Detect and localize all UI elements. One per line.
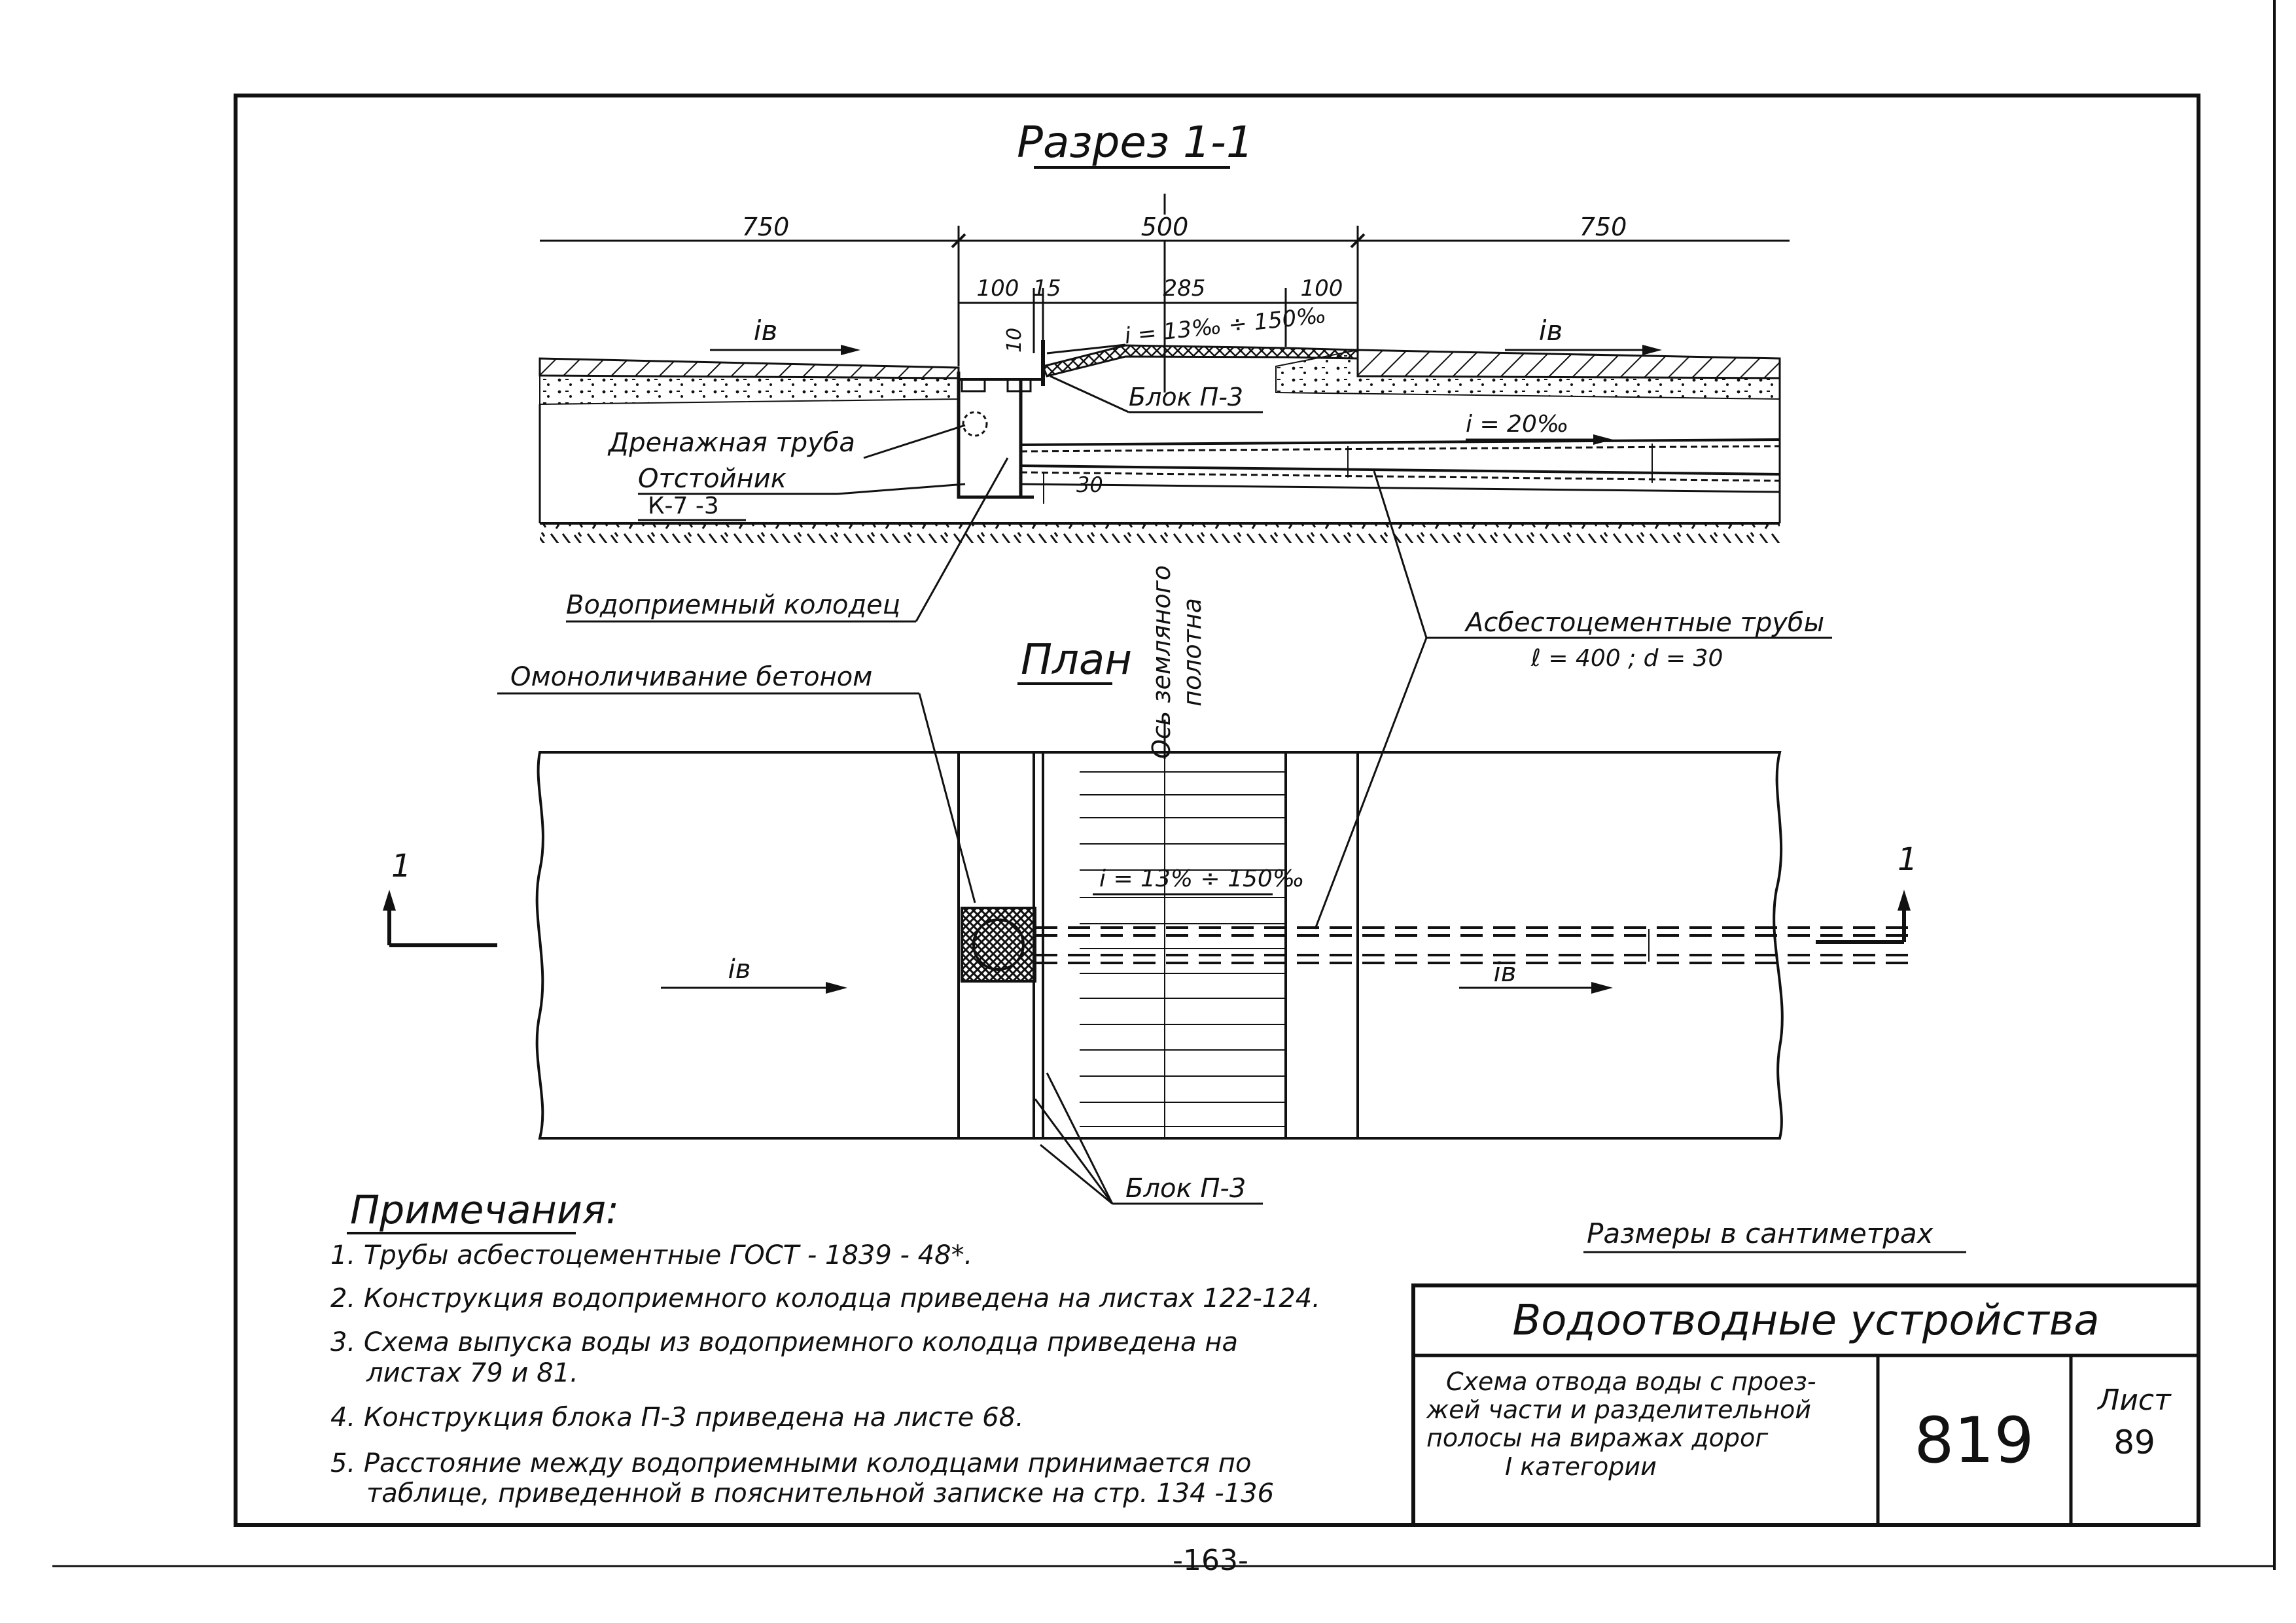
drawing-number: 819 <box>1914 1404 2034 1477</box>
plan-title: План <box>1021 636 1132 684</box>
note-4: 4. Конструкция блока П-3 приведена на ли… <box>330 1403 1024 1433</box>
concrete-label: Омоноличивание бетоном <box>510 662 872 692</box>
roadbed-axis: Ось земляного полотна <box>1147 565 1207 759</box>
dim-285: 285 <box>1163 275 1206 302</box>
note-3-cont: листах 79 и 81. <box>366 1358 578 1388</box>
section-title: Разрез 1-1 <box>1017 117 1254 167</box>
title-block-title: Водоотводные устройства <box>1512 1297 2099 1345</box>
title-desc-3: полосы на виражах дорог <box>1426 1423 1769 1452</box>
note-5: 5. Расстояние между водоприемными колодц… <box>330 1448 1251 1478</box>
title-desc-2: жей части и разделительной <box>1426 1395 1811 1424</box>
pipe-dims-label: ℓ = 400 ; d = 30 <box>1530 645 1723 672</box>
axis-label-2: полотна <box>1178 598 1207 707</box>
notes-title: Примечания: <box>350 1187 619 1233</box>
asbestos-pipes-label: Асбестоцементные трубы <box>1464 608 1824 638</box>
plan-view: План Омоноличивание бетоном <box>383 636 1918 1205</box>
plan-block-label: Блок П-3 <box>1125 1174 1246 1204</box>
plan-slope-label: i = 13% ÷ 150‰ <box>1099 865 1304 892</box>
sheet-frame <box>234 94 2200 1527</box>
intake-well-label: Водоприемный колодец <box>566 590 900 620</box>
settler-code: К-7 -3 <box>648 493 719 519</box>
dim-500: 500 <box>1141 213 1189 241</box>
cut-marker-left: 1 <box>391 848 412 884</box>
section-iv-right: iв <box>1539 315 1563 347</box>
separator-block <box>1041 344 1359 377</box>
note-1: 1. Трубы асбестоцементные ГОСТ - 1839 - … <box>330 1240 972 1270</box>
dim-10: 10 <box>1003 328 1026 353</box>
sheet-number: 89 <box>2113 1423 2155 1461</box>
note-3: 3. Схема выпуска воды из водоприемного к… <box>330 1327 1238 1357</box>
sheet-label: Лист <box>2096 1384 2172 1417</box>
plan-iv-left: iв <box>728 954 751 985</box>
settler-label: Отстойник <box>638 464 786 494</box>
dim-750-right: 750 <box>1580 213 1627 241</box>
section-slope-label: i = 13‰ ÷ 150‰ <box>1123 302 1328 349</box>
title-block: Водоотводные устройства Схема отвода вод… <box>1411 1283 2200 1527</box>
page-number: -163- <box>1173 1544 1248 1577</box>
pipe-slope-label: i = 20‰ <box>1466 411 1568 438</box>
axis-label-1: Ось земляного <box>1147 565 1176 759</box>
note-5-cont: таблице, приведенной в пояснительной зап… <box>366 1478 1274 1509</box>
slope-comb <box>1080 771 1286 1127</box>
title-desc-1: Схема отвода воды с проез- <box>1446 1367 1816 1396</box>
pavement-right <box>1356 349 1781 379</box>
plan-iv-right: iв <box>1494 958 1517 988</box>
note-2: 2. Конструкция водоприемного колодца при… <box>330 1283 1320 1314</box>
section-view: Разрез 1-1 750 500 750 100 15 285 100 10… <box>539 117 1832 930</box>
dim-15: 15 <box>1033 275 1061 302</box>
dim-100-left: 100 <box>977 275 1019 302</box>
title-desc-4: I категории <box>1505 1452 1657 1481</box>
section-iv-left: iв <box>754 315 777 347</box>
cut-marker-right: 1 <box>1898 841 1918 878</box>
section-block-label: Блок П-3 <box>1129 383 1243 411</box>
plan-road-outline <box>535 751 1784 1140</box>
drain-pipe-section <box>962 411 988 437</box>
notes: Примечания: 1. Трубы асбестоцементные ГО… <box>330 1187 1320 1509</box>
drain-pipe-label: Дренажная труба <box>607 428 855 458</box>
ground-hatch <box>540 525 1780 543</box>
dim-100-right: 100 <box>1301 275 1343 302</box>
plan-pipes <box>1035 926 1917 964</box>
units-note: Размеры в сантиметрах <box>1587 1217 1934 1249</box>
dim-750-left: 750 <box>742 213 790 241</box>
pavement-left <box>539 357 960 379</box>
dim-30: 30 <box>1076 472 1103 497</box>
